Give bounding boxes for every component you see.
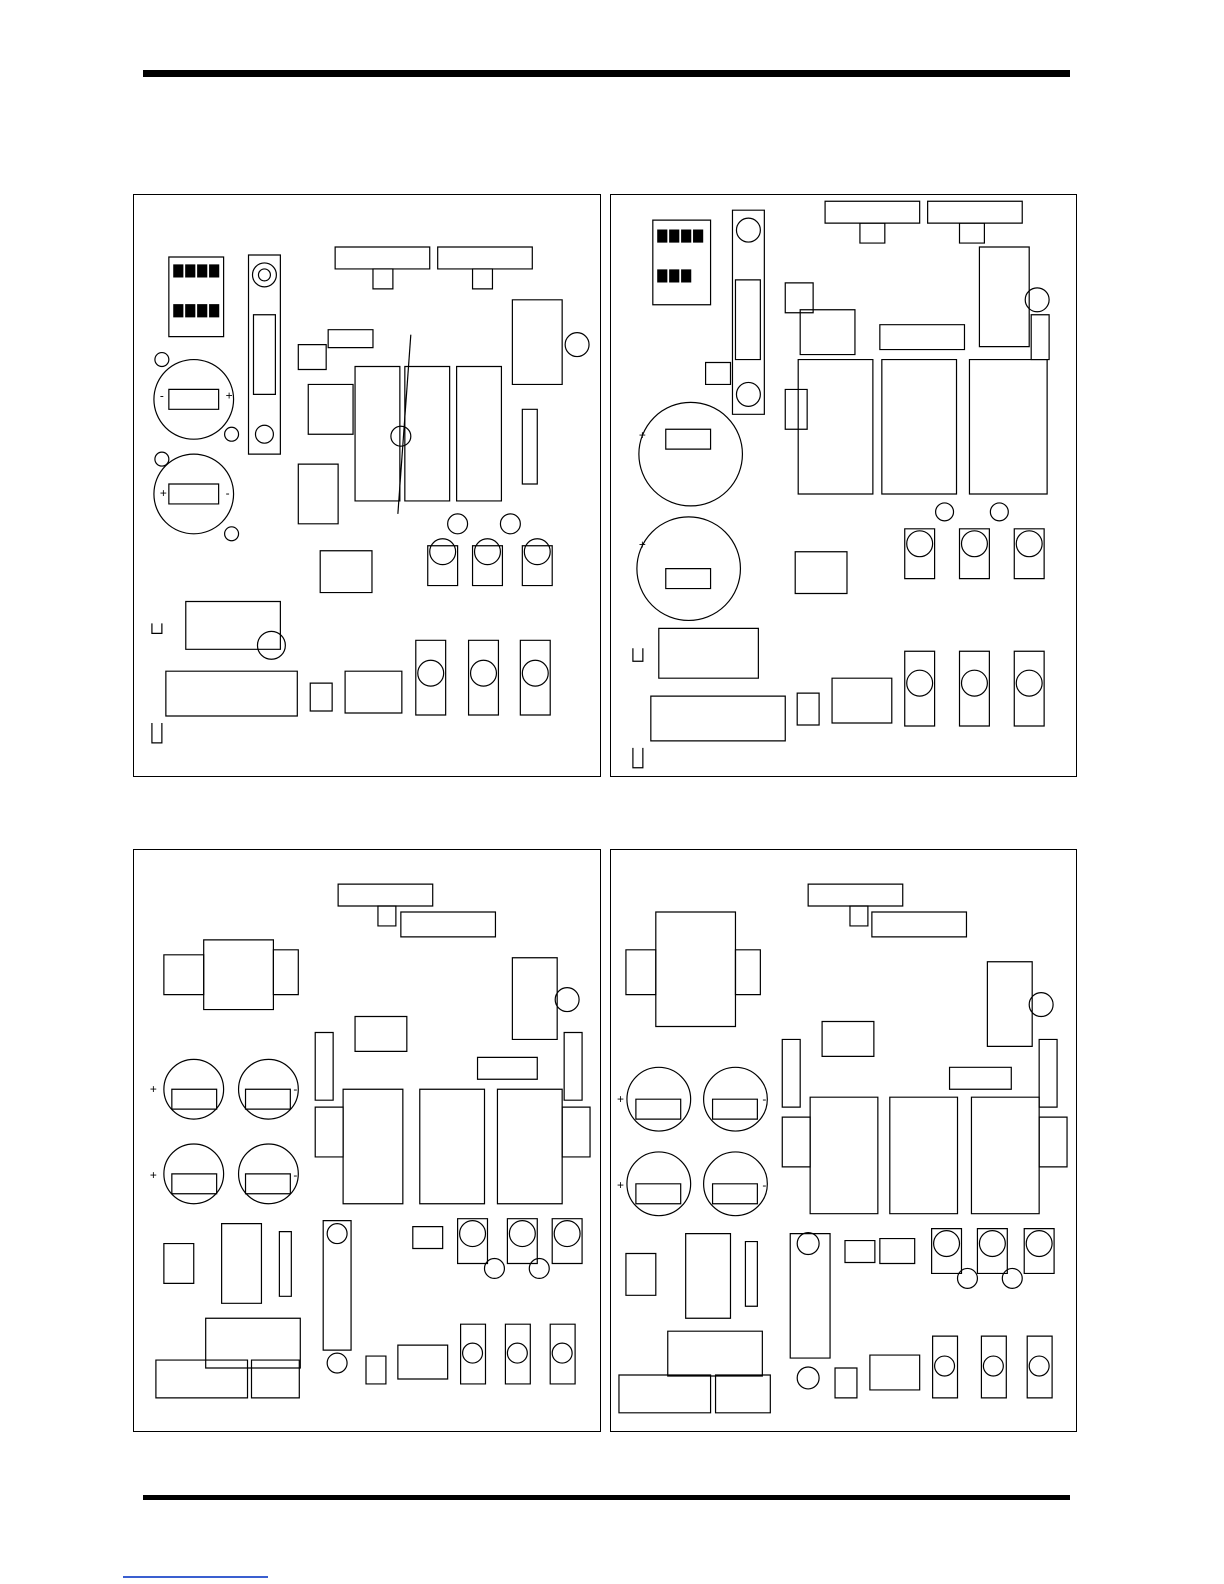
cap-plus-label-2: + [150,1168,157,1182]
header-rule [143,70,1070,77]
cap-plus-label: + [150,1082,157,1096]
panel-b-drawing: + + [611,195,1076,776]
cap-plus-label-2: + [160,486,167,500]
cap-minus-label: - [160,388,164,402]
cap-plus-label-2: + [639,538,646,552]
cap-minus-label-2: - [226,486,230,500]
panel-c-drawing: + - + - [134,850,600,1431]
panel-a-drawing: - + + - [134,195,600,776]
cap-minus-label: - [293,1082,297,1096]
cap-plus-label: + [617,1092,624,1106]
cap-minus-label-2: - [293,1168,297,1182]
footer-link-underline [123,1576,268,1578]
cap-plus-label: + [226,388,233,402]
footer-rule [143,1495,1070,1500]
panel-d-drawing: + - + - [611,850,1076,1431]
cap-minus-label-2: - [762,1178,766,1192]
cap-plus-label-2: + [617,1178,624,1192]
cap-minus-label: - [762,1092,766,1106]
layout-panel-d: + - + - [610,849,1077,1432]
layout-panel-b: + + [610,194,1077,777]
cap-plus-label: + [639,428,646,442]
layout-panel-c: + - + - [133,849,601,1432]
layout-panel-a: - + + - [133,194,601,777]
